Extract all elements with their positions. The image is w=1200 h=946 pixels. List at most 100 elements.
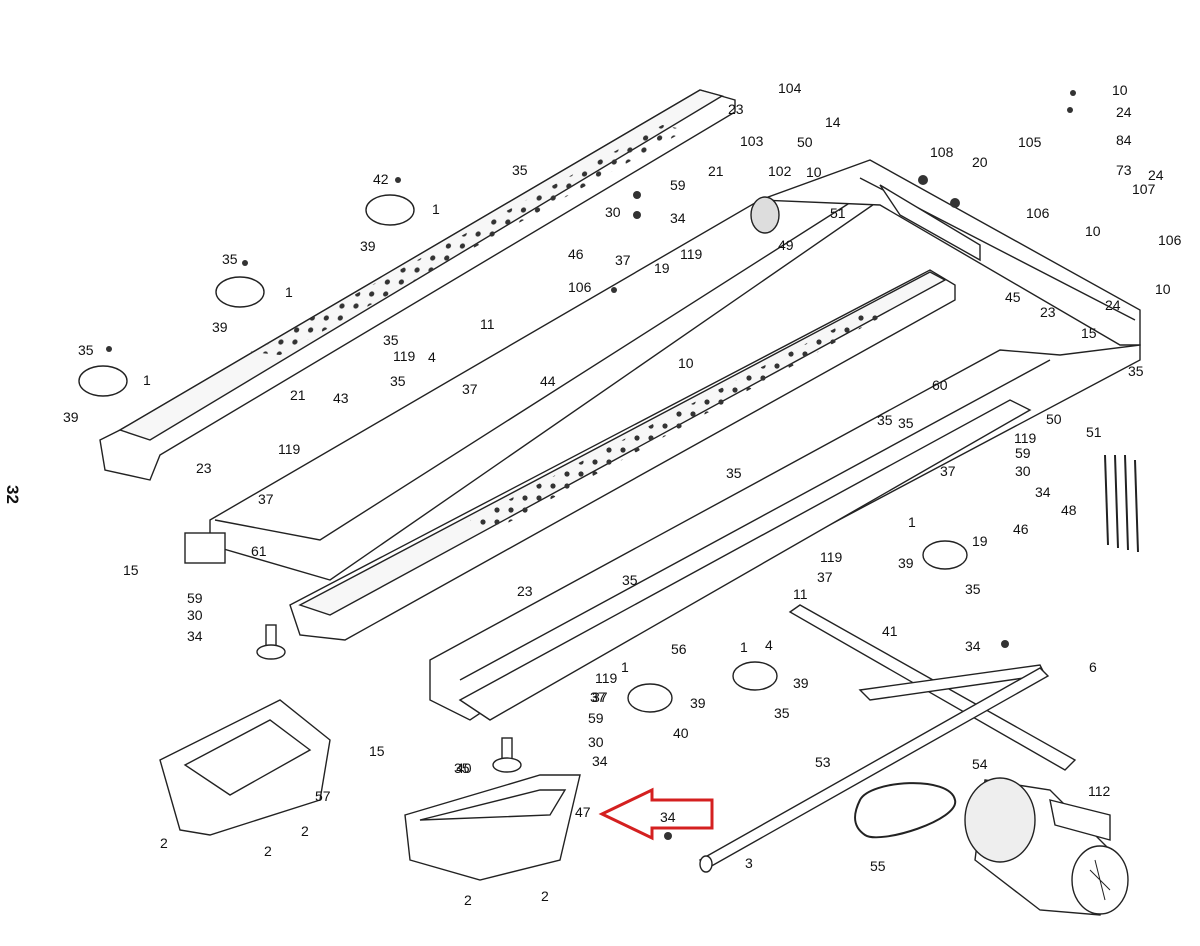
callout-label: 34 (965, 638, 981, 654)
callout-label: 37 (462, 381, 478, 397)
callout-label: 39 (898, 555, 914, 571)
callout-label: 46 (568, 246, 584, 262)
callout-label: 119 (595, 670, 618, 686)
callout-label: 37 (817, 569, 833, 585)
callout-label: 59 (588, 710, 604, 726)
callout-label: 35 (726, 465, 742, 481)
callout-label: 84 (1116, 132, 1132, 148)
callout-label: 1 (285, 284, 293, 300)
callout-label: 4 (428, 349, 436, 365)
callout-label: 21 (290, 387, 306, 403)
callout-label: 30 (1015, 463, 1031, 479)
callout-label: 35 (390, 373, 406, 389)
callout-label: 119 (820, 549, 843, 565)
isolator-mounts (78, 194, 968, 713)
callout-label: 1 (621, 659, 629, 675)
hardware (106, 90, 1076, 840)
callout-label: 23 (517, 583, 533, 599)
callout-label: 106 (1158, 232, 1182, 248)
callout-label: 102 (768, 163, 792, 179)
callout-label: 57 (315, 788, 331, 804)
callout-label: 35 (383, 332, 399, 348)
callout-label: 1 (908, 514, 916, 530)
callout-label: 39 (212, 319, 228, 335)
callout-label: 119 (278, 441, 301, 457)
callout-label: 35 (1128, 363, 1144, 379)
callout-label: 106 (568, 279, 592, 295)
callout-label: 35 (877, 412, 893, 428)
callout-label: 35 (454, 760, 470, 776)
callout-label: 37 (940, 463, 956, 479)
callout-label: 23 (1040, 304, 1056, 320)
callout-label: 61 (251, 543, 267, 559)
callout-label: 45 (1005, 289, 1021, 305)
motor (964, 777, 1129, 916)
callout-label: 37 (258, 491, 274, 507)
callout-label: 59 (1015, 445, 1031, 461)
callout-label: 11 (793, 586, 808, 602)
callout-label: 10 (806, 164, 822, 180)
callout-label: 23 (196, 460, 212, 476)
highlight-arrow (598, 787, 714, 841)
callout-label: 119 (1014, 430, 1037, 446)
callout-label: 37 (592, 689, 608, 705)
callout-label: 50 (797, 134, 813, 150)
rollers (184, 196, 780, 564)
callout-label: 1 (432, 201, 440, 217)
callout-label: 47 (575, 804, 591, 820)
callout-label: 39 (63, 409, 79, 425)
callout-label: 4 (765, 637, 773, 653)
callout-label: 49 (778, 237, 794, 253)
callout-label: 105 (1018, 134, 1042, 150)
callout-label: 34 (670, 210, 686, 226)
callout-label: 50 (1046, 411, 1062, 427)
callout-label: 35 (898, 415, 914, 431)
callout-label: 35 (965, 581, 981, 597)
base-frame (429, 344, 1141, 721)
motor-fan-cover (1049, 799, 1111, 841)
callout-label: 103 (740, 133, 764, 149)
left-cover (159, 699, 331, 836)
callout-label: 19 (972, 533, 988, 549)
leveling-feet (256, 624, 522, 773)
callout-label: 23 (728, 101, 744, 117)
callout-label: 46 (1013, 521, 1029, 537)
callout-label: 53 (815, 754, 831, 770)
callout-label: 10 (678, 355, 694, 371)
callout-label: 2 (541, 888, 549, 904)
callout-label: 106 (1026, 205, 1050, 221)
callout-label: 35 (78, 342, 94, 358)
callout-label: 34 (187, 628, 203, 644)
callout-label: 24 (1148, 167, 1164, 183)
right-cover (404, 774, 581, 881)
callout-label: 6 (1089, 659, 1097, 675)
callout-label: 37 (615, 252, 631, 268)
callout-label: 40 (673, 725, 689, 741)
callout-label: 56 (671, 641, 687, 657)
callout-label: 14 (825, 114, 841, 130)
callout-label: 119 (680, 246, 703, 262)
belt (854, 782, 957, 839)
callout-label: 44 (540, 373, 556, 389)
callout-label: 108 (930, 144, 954, 160)
callout-label: 39 (360, 238, 376, 254)
callout-label: 42 (373, 171, 389, 187)
callout-label: 30 (187, 607, 203, 623)
callout-label: 48 (1061, 502, 1077, 518)
callout-label: 2 (264, 843, 272, 859)
drive-shaft (698, 667, 1050, 873)
callout-label: 20 (972, 154, 988, 170)
callout-label: 24 (1105, 297, 1121, 313)
callout-label: 51 (1086, 424, 1102, 440)
frame-rear (759, 159, 1141, 346)
callout-label: 112 (1088, 783, 1111, 799)
callout-label: 21 (708, 163, 724, 179)
callout-label: 2 (160, 835, 168, 851)
callout-label: 59 (670, 177, 686, 193)
callout-label: 15 (369, 743, 385, 759)
callout-label: 54 (972, 756, 988, 772)
callout-label: 119 (393, 348, 416, 364)
crossbar (788, 604, 1077, 771)
